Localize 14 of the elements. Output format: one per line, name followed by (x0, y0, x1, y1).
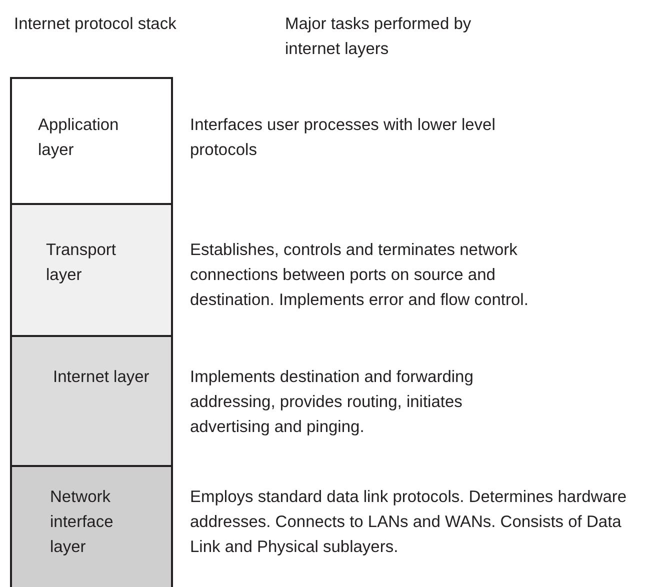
column-heading: Internet protocol stack (14, 14, 178, 35)
layer-box (10, 77, 173, 205)
description-text: Employs standard data link protocols. Determines hardware addresses. Connects to LANs and WANs. Consists of Data Link and Physical sublayers. (190, 487, 628, 558)
layer-name: Application layer (38, 115, 120, 161)
column-heading: Major tasks performed by internet layers (285, 14, 472, 60)
layer-box (10, 203, 173, 337)
layer-name: Network interface layer (50, 487, 114, 558)
layer-box (10, 335, 173, 467)
description-text: Interfaces user processes with lower level protocols (190, 115, 496, 161)
layer-name: Internet layer (53, 367, 150, 388)
layer-box (10, 465, 173, 587)
description-text: Implements destination and forwarding addressing, provides routing, initiates advertising and pinging. (190, 367, 474, 438)
description-text: Establishes, controls and terminates network connections between ports on source and destination. Implements error and flow control. (190, 240, 530, 311)
layer-name: Transport layer (46, 240, 117, 286)
